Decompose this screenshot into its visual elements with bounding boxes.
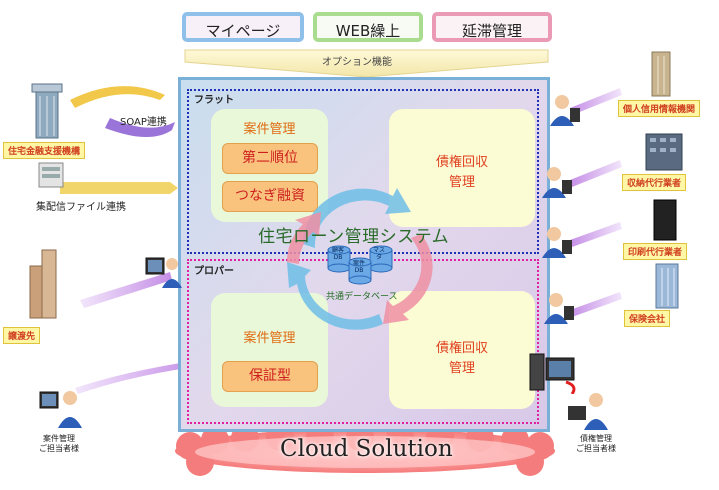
case-manager-person-icon bbox=[39, 391, 82, 428]
building-insurance-icon bbox=[655, 263, 679, 309]
arrow-credit bbox=[570, 88, 622, 115]
flat-case-management-title: 案件管理 bbox=[243, 122, 296, 137]
proper-section-label: プロパー bbox=[194, 266, 234, 277]
cloud-solution-label: Cloud Solution bbox=[280, 436, 453, 462]
master-db-label: マスタ bbox=[372, 247, 385, 261]
flat-debt-collection-line1: 債権回収 bbox=[435, 155, 488, 170]
proper-debt-collection-line1: 債権回収 bbox=[435, 341, 488, 356]
operator-credit-icon bbox=[550, 95, 580, 126]
transfer-arrow bbox=[80, 272, 172, 308]
building-credit-icon bbox=[651, 51, 671, 97]
building-jhf-icon bbox=[31, 83, 63, 139]
person-arrow-left bbox=[75, 360, 200, 394]
transferee-label: 譲渡先 bbox=[3, 327, 41, 344]
flat-debt-collection-panel bbox=[389, 109, 535, 227]
credit-bureau-label: 個人信用情報機関 bbox=[618, 100, 701, 117]
file-server-icon bbox=[38, 162, 64, 188]
common-database-label: 共通データベース bbox=[326, 292, 398, 302]
second-lien-button[interactable]: 第二順位 bbox=[222, 143, 318, 174]
guarantee-type-button[interactable]: 保証型 bbox=[222, 361, 318, 392]
database-cylinders-icon bbox=[327, 245, 393, 285]
tab-mypage[interactable]: マイページ bbox=[182, 12, 304, 42]
arrow-printing bbox=[570, 222, 622, 247]
building-printing-icon bbox=[653, 199, 677, 241]
debt-manager-label: 債権管理ご担当者様 bbox=[576, 434, 616, 453]
operator-insurance-icon bbox=[544, 293, 574, 324]
option-arrow bbox=[184, 49, 549, 78]
soap-arrow-upper bbox=[70, 86, 165, 108]
collection-agent-label: 収納代行業者 bbox=[622, 174, 687, 191]
printing-agent-label: 印刷代行業者 bbox=[623, 243, 688, 260]
proper-debt-collection-line2: 管理 bbox=[448, 361, 475, 376]
bridge-loan-button[interactable]: つなぎ融資 bbox=[222, 181, 318, 212]
operator-printing-icon bbox=[542, 227, 572, 258]
arrow-collection bbox=[570, 160, 622, 187]
flat-section bbox=[187, 89, 539, 254]
debt-manager-person-icon bbox=[568, 393, 608, 430]
option-functions-label: オプション機能 bbox=[322, 57, 392, 68]
operator-icon bbox=[145, 257, 182, 288]
file-integration-label: 集配信ファイル連携 bbox=[36, 202, 126, 213]
flat-section-label: フラット bbox=[194, 95, 234, 106]
file-arrow bbox=[60, 182, 178, 194]
tab-delinquency-management[interactable]: 延滞管理 bbox=[432, 12, 552, 42]
arrow-insurance bbox=[570, 292, 622, 317]
operator-collection-icon bbox=[542, 167, 572, 198]
building-collection-icon bbox=[645, 133, 683, 171]
tab-web-prepayment[interactable]: WEB繰上 bbox=[313, 12, 423, 42]
pc-tower-icon bbox=[529, 353, 576, 394]
soap-arrow-lower bbox=[105, 118, 175, 138]
flat-debt-collection-line2: 管理 bbox=[448, 175, 475, 190]
circular-arrows-icon bbox=[286, 188, 433, 330]
system-title: 住宅ローン管理システム bbox=[258, 227, 450, 247]
jhf-label: 住宅金融支援機構 bbox=[3, 142, 86, 159]
proper-case-management-title: 案件管理 bbox=[243, 331, 296, 346]
building-transfer-icon bbox=[29, 249, 57, 319]
insurance-company-label: 保険会社 bbox=[624, 310, 671, 327]
case-manager-label: 案件管理ご担当者様 bbox=[39, 434, 79, 453]
proper-debt-collection-panel bbox=[389, 291, 535, 409]
soap-integration-label: SOAP連携 bbox=[120, 117, 167, 128]
